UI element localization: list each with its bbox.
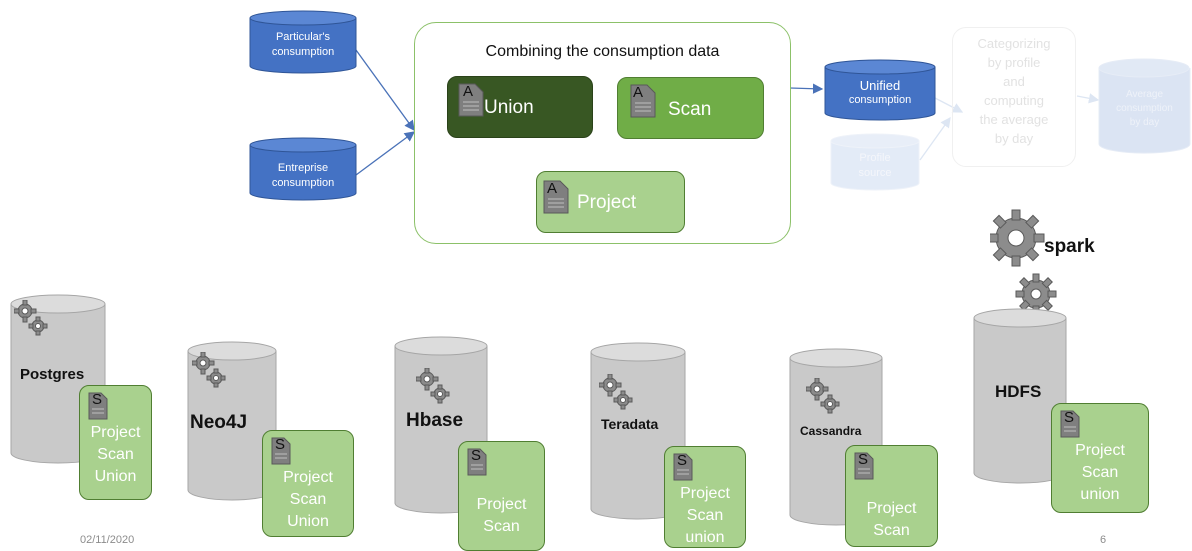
store-op-line: Project (1075, 442, 1125, 459)
store-op-line: Scan (686, 507, 724, 524)
result-line2: consumption (1116, 103, 1173, 114)
arrow-combine-to-unified (789, 83, 824, 94)
store-op-line: Scan (1081, 464, 1119, 481)
scan-op: A Scan (617, 77, 764, 139)
gears-icon (416, 368, 450, 404)
arrow-categorize-to-result (1076, 93, 1100, 104)
profile-line2: source (858, 167, 892, 179)
footer-page-number: 6 (1100, 534, 1107, 546)
store-op-line: union (685, 529, 725, 546)
store-name-teradata: Teradata (601, 416, 659, 432)
store-cylinder-teradata (590, 342, 686, 520)
store-op-line: Union (287, 513, 329, 530)
union-op: A Union (447, 76, 593, 138)
union-doc-letter: A (463, 83, 474, 100)
gears-icon (192, 352, 226, 388)
gears-icon (599, 374, 633, 410)
unified-consumption-db: Unified consumption (824, 59, 936, 121)
particular-line1: Particular's (275, 31, 331, 43)
gears-icon (806, 378, 840, 414)
categorize-box: Categorizing by profile and computing th… (952, 27, 1076, 167)
store-op-line: Scan (97, 446, 134, 463)
spark-label: spark (1044, 236, 1095, 257)
categorize-line6: by day (994, 131, 1034, 146)
document-icon (854, 452, 874, 480)
footer-date: 02/11/2020 (80, 534, 135, 546)
result-line3: by day (1129, 117, 1160, 128)
unified-line2: consumption (848, 94, 912, 106)
store-name-hdfs: HDFS (995, 382, 1042, 401)
document-icon (630, 84, 656, 118)
particular-line2: consumption (271, 46, 335, 58)
categorize-line5: the average (979, 112, 1049, 127)
store-name-neo4j: Neo4J (190, 412, 248, 433)
particular-consumption-db: Particular's consumption (249, 10, 357, 74)
store-doc-letter: S (471, 447, 482, 464)
store-doc-letter: S (275, 436, 286, 453)
project-doc-letter: A (547, 180, 558, 197)
store-op-line: Project (476, 496, 527, 513)
store-name-postgres: Postgres (20, 366, 85, 383)
store-op-line: Project (283, 469, 333, 486)
result-line1: Average (1125, 89, 1164, 100)
scan-doc-letter: A (633, 84, 644, 101)
categorize-line2: by profile (987, 55, 1041, 70)
store-op-line: Project (680, 485, 730, 502)
profile-source-db: Profile source (830, 133, 920, 191)
store-op-line: Project (866, 500, 917, 517)
document-icon (1060, 410, 1080, 438)
categorize-line1: Categorizing (977, 36, 1051, 51)
store-doc-letter: S (858, 451, 869, 468)
store-op-line: Scan (289, 491, 327, 508)
document-icon (458, 83, 484, 117)
store-op-line: Project (90, 424, 141, 441)
arrow-profile-to-categorize (919, 116, 951, 161)
store-cylinder-hdfs (973, 308, 1067, 484)
arrow-entreprise-to-combine (355, 131, 416, 176)
document-icon (88, 392, 108, 420)
document-icon (467, 448, 487, 476)
project-label: Project (577, 192, 637, 213)
categorize-line4: computing (984, 93, 1044, 108)
store-doc-letter: S (1064, 409, 1075, 426)
categorize-line3: and (1003, 74, 1025, 89)
combine-title: Combining the consumption data (485, 43, 720, 60)
gears-icon (14, 300, 48, 336)
document-icon (673, 453, 693, 481)
document-icon (271, 437, 291, 465)
average-consumption-db: Average consumption by day (1098, 58, 1191, 154)
store-doc-letter: S (677, 452, 688, 469)
store-op-line: Scan (873, 522, 910, 539)
profile-line1: Profile (859, 152, 891, 164)
entreprise-line1: Entreprise (277, 162, 329, 174)
entreprise-line2: consumption (271, 177, 335, 189)
arrow-unified-to-categorize (934, 97, 964, 113)
entreprise-consumption-db: Entreprise consumption (249, 137, 357, 201)
spark-gears-icon (990, 209, 1057, 315)
store-op-line: Scan (483, 518, 520, 535)
store-name-cassandra: Cassandra (800, 424, 862, 438)
union-label: Union (484, 97, 534, 118)
arrow-particular-to-combine (355, 49, 415, 132)
store-op-line: Union (94, 468, 137, 485)
project-op: A Project (536, 171, 685, 233)
unified-line1: Unified (859, 78, 901, 93)
store-doc-letter: S (92, 391, 103, 408)
scan-label: Scan (668, 99, 712, 120)
store-op-line: union (1080, 486, 1120, 503)
store-name-hbase: Hbase (406, 410, 464, 431)
document-icon (543, 180, 569, 214)
